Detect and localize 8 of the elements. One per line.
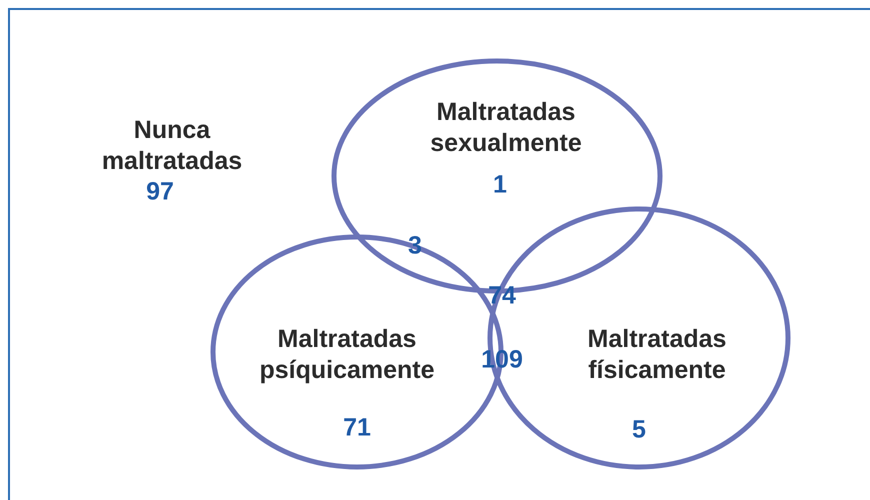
set-label: Maltratadas psíquicamente — [258, 324, 436, 386]
category-label: Nunca maltratadas — [100, 115, 244, 177]
count-value: 71 — [342, 412, 372, 444]
count-value: 1 — [492, 170, 508, 200]
count-value: 97 — [145, 176, 175, 208]
count-value: 5 — [631, 414, 647, 446]
set-label: Maltratadas físicamente — [586, 324, 728, 386]
set-label: Maltratadas sexualmente — [429, 97, 583, 159]
